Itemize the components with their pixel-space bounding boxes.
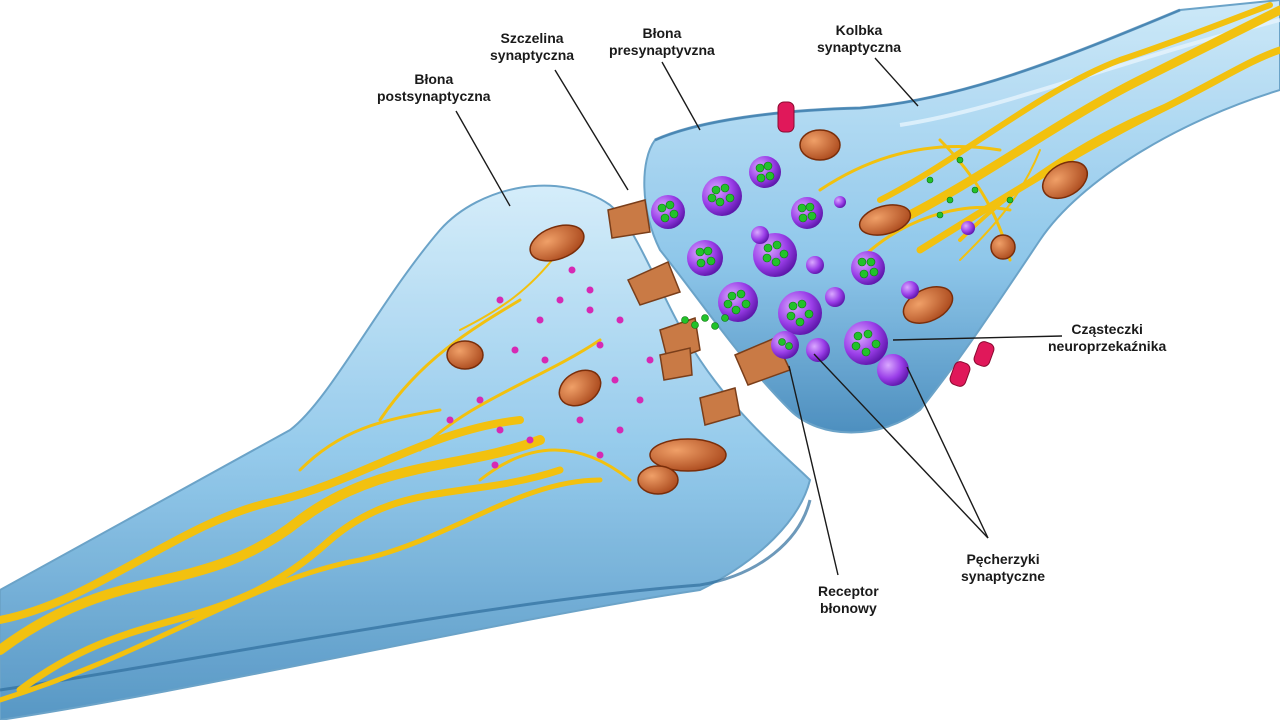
label-synaptic-cleft: Szczelina synaptyczna <box>490 30 574 64</box>
synaptic-cleft <box>627 209 812 472</box>
presynaptic-bulb-edge <box>654 8 1181 142</box>
label-line-1: Szczelina <box>500 30 564 46</box>
label-synaptic-vesicles: Pęcherzyki synaptyczne <box>961 551 1045 585</box>
label-presynaptic-membrane: Błona presynaptyvzna <box>609 25 715 59</box>
label-line-1: Pęcherzyki <box>966 551 1040 567</box>
label-line-2: neuroprzekaźnika <box>1048 338 1167 354</box>
label-line-1: Cząsteczki <box>1071 321 1143 337</box>
label-line-2: synaptyczna <box>817 39 902 55</box>
label-line-2: postsynaptyczna <box>377 88 491 104</box>
presynaptic-filament-bundle <box>818 2 1280 262</box>
label-line-1: Kolbka <box>835 22 883 38</box>
label-line-2: presynaptyvzna <box>609 42 715 58</box>
label-line-2: błonowy <box>819 600 877 616</box>
label-line-1: Błona <box>642 25 682 41</box>
label-neurotransmitter-molecules: Cząsteczki neuroprzekaźnika <box>1048 321 1166 355</box>
callout-lines <box>455 57 1063 576</box>
cleft-particles <box>446 266 654 469</box>
synaptic-vesicles <box>651 156 975 386</box>
label-postsynaptic-membrane: Błona postsynaptyczna <box>377 71 491 105</box>
label-line-2: synaptyczna <box>490 47 575 63</box>
label-membrane-receptor: Receptor błonowy <box>818 583 879 617</box>
postsynaptic-axon-lower-edge <box>0 499 812 692</box>
neurotransmitter-molecules <box>657 156 1014 357</box>
label-line-1: Receptor <box>818 583 879 599</box>
label-line-1: Błona <box>414 71 454 87</box>
postsynaptic-filament-bundle <box>0 249 632 703</box>
label-line-2: synaptyczne <box>961 568 1046 584</box>
label-synaptic-bulb: Kolbka synaptyczna <box>817 22 901 56</box>
membrane-proteins <box>777 101 995 387</box>
